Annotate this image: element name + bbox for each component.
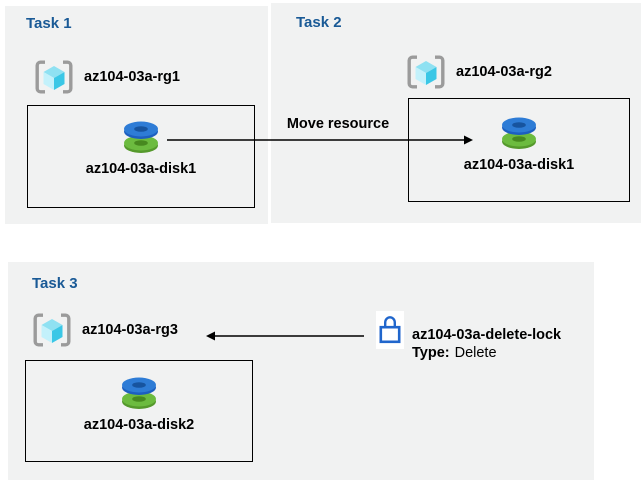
task2-title: Task 2 — [296, 14, 342, 31]
task1-disk-box: az104-03a-disk1 — [27, 105, 255, 208]
disk-name: az104-03a-disk2 — [83, 417, 195, 433]
task3-resource-group: az104-03a-rg3 — [32, 312, 178, 348]
lock-icon — [376, 311, 404, 349]
task3-disk-box: az104-03a-disk2 — [25, 360, 253, 462]
disk-icon — [500, 116, 538, 150]
disk-icon — [122, 120, 160, 154]
resource-group-icon — [34, 59, 74, 95]
task2-disk-box: az104-03a-disk1 — [408, 98, 630, 202]
disk-icon — [120, 376, 158, 410]
disk-name: az104-03a-disk1 — [463, 157, 575, 173]
lock-type-key: Type: — [412, 345, 450, 361]
lock-type-value: Delete — [454, 345, 497, 361]
resource-group-name: az104-03a-rg3 — [82, 322, 178, 338]
resource-group-name: az104-03a-rg1 — [84, 69, 180, 85]
delete-lock-label: az104-03a-delete-lock Type:Delete — [412, 326, 561, 362]
resource-group-icon — [406, 54, 446, 90]
resource-group-icon — [32, 312, 72, 348]
disk-name: az104-03a-disk1 — [85, 161, 197, 177]
task1-resource-group: az104-03a-rg1 — [34, 59, 180, 95]
task1-panel: Task 1 az104-03a-rg1 — [5, 6, 268, 224]
delete-lock-type: Type:Delete — [412, 344, 561, 362]
task2-panel: Task 2 az104-03a-rg2 — [271, 3, 641, 223]
task3-title: Task 3 — [32, 275, 78, 292]
move-resource-label: Move resource — [286, 116, 390, 132]
delete-lock-icon-box — [376, 311, 404, 349]
task3-panel: Task 3 az104-03a-rg3 — [8, 262, 594, 480]
delete-lock-name: az104-03a-delete-lock — [412, 327, 562, 343]
task2-resource-group: az104-03a-rg2 — [406, 54, 552, 90]
resource-group-name: az104-03a-rg2 — [456, 64, 552, 80]
task1-title: Task 1 — [26, 15, 72, 32]
